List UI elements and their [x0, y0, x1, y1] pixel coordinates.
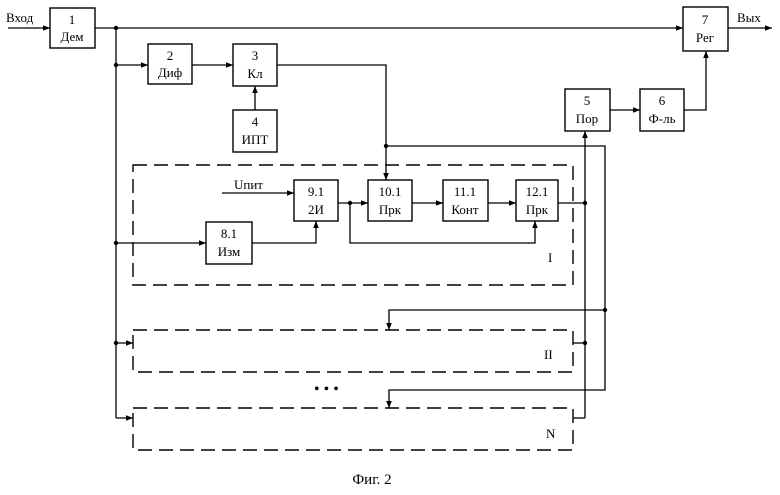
supply-label: Uпит	[234, 177, 263, 192]
channel-n-label: N	[546, 426, 556, 441]
block-3: 3 Кл	[233, 44, 277, 86]
channel-2-label: II	[544, 347, 553, 362]
channel-group-1	[133, 165, 573, 285]
block-8-1-number: 8.1	[221, 226, 237, 241]
channel-group-2	[133, 330, 573, 372]
block-4-number: 4	[252, 114, 259, 129]
output-label: Вых	[737, 10, 761, 25]
block-6-number: 6	[659, 93, 666, 108]
block-1-name: Дем	[60, 29, 83, 44]
block-1-number: 1	[69, 12, 76, 27]
block-11-1-name: Конт	[451, 202, 478, 217]
block-2-name: Диф	[158, 65, 182, 80]
block-9-1-number: 9.1	[308, 184, 324, 199]
block-3-number: 3	[252, 48, 259, 63]
block-5: 5 Пор	[565, 89, 610, 131]
block-3-name: Кл	[247, 66, 263, 81]
block-10-1-number: 10.1	[379, 184, 402, 199]
block-5-name: Пор	[576, 111, 598, 126]
block-10-1: 10.1 Прк	[368, 180, 412, 221]
block-12-1-number: 12.1	[526, 184, 549, 199]
figure-caption: Фиг. 2	[352, 472, 391, 488]
block-2-number: 2	[167, 48, 174, 63]
block-7-name: Рег	[696, 30, 714, 45]
block-11-1-number: 11.1	[454, 184, 476, 199]
block-4-name: ИПТ	[242, 132, 269, 147]
block-1: 1 Дем	[50, 8, 95, 48]
block-8-1: 8.1 Изм	[206, 222, 252, 264]
channel-1-label: I	[548, 250, 552, 265]
block-4: 4 ИПТ	[233, 110, 277, 152]
block-6-name: Ф-ль	[648, 111, 675, 126]
block-12-1: 12.1 Прк	[516, 180, 558, 221]
block-9-1-name: 2И	[308, 202, 324, 217]
channel-group-n	[133, 408, 573, 450]
block-9-1: 9.1 2И	[294, 180, 338, 221]
block-7: 7 Рег	[683, 7, 728, 51]
input-label: Вход	[6, 10, 34, 25]
block-10-1-name: Прк	[379, 202, 402, 217]
block-12-1-name: Прк	[526, 202, 549, 217]
block-7-number: 7	[702, 12, 709, 27]
block-5-number: 5	[584, 93, 591, 108]
block-8-1-name: Изм	[218, 244, 241, 259]
block-6: 6 Ф-ль	[640, 89, 684, 131]
block-11-1: 11.1 Конт	[443, 180, 488, 221]
connections	[8, 28, 772, 418]
ellipsis-label: • • •	[314, 381, 339, 398]
block-2: 2 Диф	[148, 44, 192, 84]
